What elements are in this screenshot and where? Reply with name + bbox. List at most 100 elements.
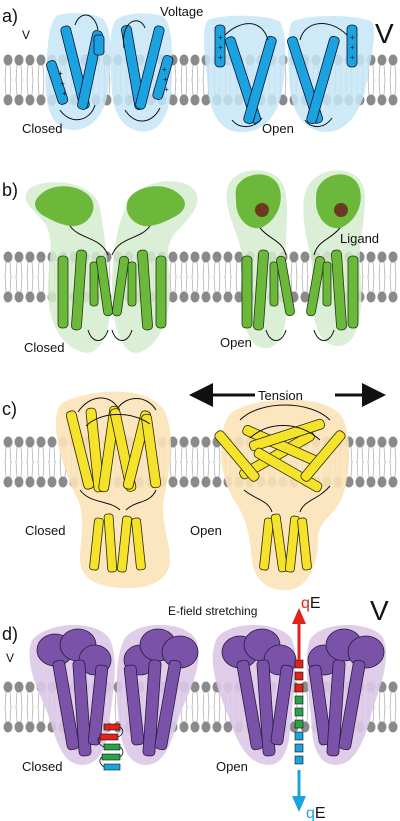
lipid-tail	[169, 261, 177, 279]
lipid-head	[25, 54, 35, 66]
lipid-tail	[378, 64, 386, 82]
lipid-head	[14, 94, 24, 106]
stretched-charged-peptide	[294, 659, 304, 765]
lipid-head	[25, 721, 35, 733]
svg-text:+: +	[218, 53, 223, 62]
lipid-head	[25, 476, 35, 488]
lipid-head	[168, 476, 178, 488]
lipid-tail	[290, 275, 298, 293]
lipid-tail	[191, 446, 199, 464]
lipid-head	[179, 94, 189, 106]
lipid-tail	[202, 275, 210, 293]
lipid-head	[388, 251, 398, 263]
panel-d: d) E-field stretching V V qE qE Closed O…	[2, 595, 398, 821]
lipid-tail	[169, 460, 177, 478]
lipid-tail	[4, 64, 12, 82]
charge-q-top: q	[301, 595, 310, 612]
lipid-tail	[15, 460, 23, 478]
lipid-head	[14, 54, 24, 66]
lipid-head	[289, 251, 299, 263]
lipid-tail	[180, 460, 188, 478]
lipid-tail	[213, 460, 221, 478]
efield-arrowhead-down	[292, 796, 306, 812]
lipid-tail	[367, 460, 375, 478]
lipid-head	[3, 476, 13, 488]
linker-loops-c	[77, 397, 331, 513]
lipid-tail	[15, 691, 23, 709]
lipid-tail	[389, 261, 397, 279]
panel-label-c: c)	[2, 399, 17, 419]
lipid-tail	[26, 64, 34, 82]
lipid-head	[190, 681, 200, 693]
lipid-head	[168, 251, 178, 263]
lipid-tail	[191, 275, 199, 293]
lipid-tail	[367, 78, 375, 96]
lipid-tail	[389, 64, 397, 82]
svg-text:+: +	[164, 85, 169, 94]
lipid-head	[201, 436, 211, 448]
lipid-tail	[4, 261, 12, 279]
peptide-segment	[294, 683, 304, 693]
lipid-tail	[15, 78, 23, 96]
lipid-tail	[15, 261, 23, 279]
lipid-tail	[4, 275, 12, 293]
lipid-head	[366, 94, 376, 106]
lipid-tail	[235, 275, 243, 293]
lipid-head	[179, 436, 189, 448]
linker-loops-b	[69, 225, 341, 341]
lipid-head	[179, 721, 189, 733]
lipid-tail	[191, 460, 199, 478]
lipid-head	[190, 291, 200, 303]
lipid-head	[168, 291, 178, 303]
lipid-tail	[37, 261, 45, 279]
lipid-tail	[180, 275, 188, 293]
lipid-tail	[202, 705, 210, 723]
efield-arrows	[292, 608, 306, 812]
lipid-tail	[37, 275, 45, 293]
lipid-head	[234, 251, 244, 263]
voltage-sensor-helices-open	[214, 23, 358, 127]
lipid-head	[190, 476, 200, 488]
lipid-head	[190, 94, 200, 106]
ligand-molecules	[255, 203, 348, 217]
lipid-tail	[4, 78, 12, 96]
closed-label-c: Closed	[25, 523, 65, 538]
lipid-head	[58, 476, 68, 488]
lipid-tail	[37, 78, 45, 96]
lipid-tail	[26, 78, 34, 96]
lipid-head	[388, 54, 398, 66]
lipid-head	[190, 436, 200, 448]
lipid-head	[3, 54, 13, 66]
closed-channel-shell-b-right	[112, 181, 198, 353]
lipid-head	[355, 476, 365, 488]
lipid-tail	[26, 446, 34, 464]
lipid-head	[377, 291, 387, 303]
lipid-head	[25, 94, 35, 106]
lipid-head	[212, 251, 222, 263]
lipid-tail	[378, 705, 386, 723]
open-label-c: Open	[190, 523, 222, 538]
voltage-small-v-label-d: V	[6, 651, 14, 665]
lipid-head	[388, 94, 398, 106]
lipid-head	[3, 251, 13, 263]
panel-a: +++ +++ +++ +++ a) Voltage V V Closed Op…	[2, 4, 398, 136]
lipid-head	[36, 291, 46, 303]
peptide-segment	[294, 707, 304, 717]
lipid-head	[36, 436, 46, 448]
lipid-tail	[37, 705, 45, 723]
lipid-head	[201, 94, 211, 106]
lipid-tail	[191, 64, 199, 82]
lipid-tail	[378, 460, 386, 478]
lipid-tail	[37, 460, 45, 478]
lipid-head	[366, 251, 376, 263]
lipid-tail	[301, 261, 309, 279]
panel-c: c) Tension Closed Open	[2, 383, 398, 591]
panel-label-b: b)	[2, 180, 18, 200]
lipid-head	[300, 291, 310, 303]
lipid-head	[377, 251, 387, 263]
closed-tension-helices	[65, 405, 162, 573]
lipid-head	[366, 721, 376, 733]
lipid-tail	[202, 261, 210, 279]
closed-label-b: Closed	[24, 340, 64, 355]
lipid-head	[25, 251, 35, 263]
